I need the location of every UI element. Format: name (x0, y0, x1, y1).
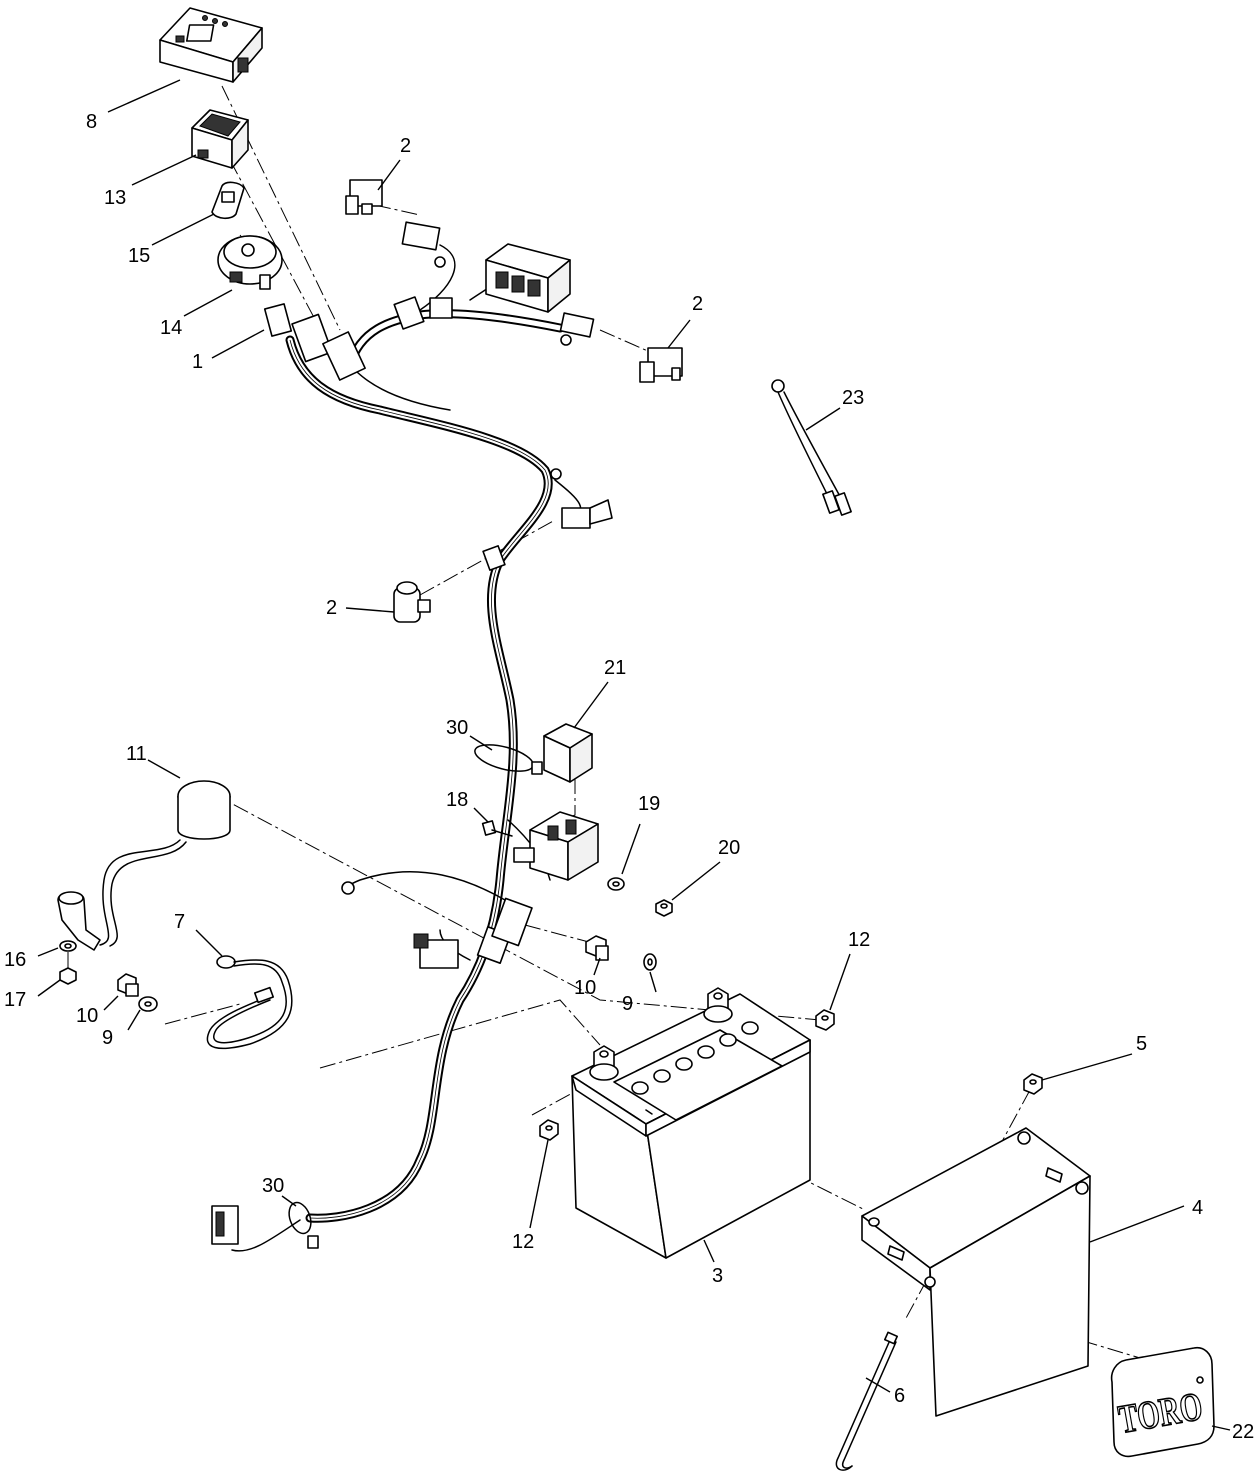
callout-2-right: 2 (692, 293, 703, 315)
lock-washer (59, 940, 77, 952)
washer-19 (607, 877, 625, 891)
callout-4: 4 (1192, 1197, 1203, 1219)
interlock-switch-right (639, 347, 683, 383)
nut-12-left (539, 1119, 559, 1141)
negative-battery-cable (206, 955, 293, 1050)
callout-17: 17 (4, 989, 26, 1011)
callout-18: 18 (446, 789, 468, 811)
toro-decal: TORO (1110, 1346, 1215, 1458)
battery (571, 987, 811, 1259)
washer-9-right (643, 953, 657, 971)
relay-socket-block (513, 811, 599, 881)
ignition-switch (217, 235, 283, 290)
callout-10-right: 10 (574, 977, 596, 999)
callout-5: 5 (1136, 1033, 1147, 1055)
interlock-switch-middle (393, 468, 613, 623)
ignition-key (211, 181, 245, 220)
washer-9-left (138, 996, 158, 1012)
battery-bracket (861, 1127, 1091, 1417)
callout-9-left: 9 (102, 1027, 113, 1049)
callout-9-right: 9 (622, 993, 633, 1015)
callout-23: 23 (842, 387, 864, 409)
callout-15: 15 (128, 245, 150, 267)
callout-20: 20 (718, 837, 740, 859)
callout-2-middle: 2 (326, 597, 337, 619)
nut-5 (1023, 1073, 1043, 1095)
callout-19: 19 (638, 793, 660, 815)
wire-harness (231, 244, 582, 1252)
callout-3: 3 (712, 1265, 723, 1287)
bolt-10-left (117, 973, 139, 997)
callout-2-top: 2 (400, 135, 411, 157)
callout-22: 22 (1232, 1421, 1254, 1443)
callout-6: 6 (894, 1385, 905, 1407)
nut-12-right (815, 1009, 835, 1031)
callout-21: 21 (604, 657, 626, 679)
callout-11: 11 (126, 743, 147, 765)
callout-labels: 8 13 15 14 1 2 2 23 2 21 30 11 18 19 20 … (4, 111, 1254, 1443)
harness-connectors-top (263, 221, 595, 381)
j-bolt (835, 1331, 898, 1471)
callout-12-left: 12 (512, 1231, 534, 1253)
relay (543, 723, 593, 783)
cable-tie-lower (288, 1201, 319, 1249)
callout-10-left: 10 (76, 1005, 98, 1027)
nut-17 (59, 967, 77, 985)
bolt-10-right (585, 935, 609, 961)
cable-tie-upper (474, 744, 543, 775)
callout-30-lower: 30 (262, 1175, 284, 1197)
callout-30-upper: 30 (446, 717, 468, 739)
callout-12-right: 12 (848, 929, 870, 951)
harness-connectors-lower (341, 881, 533, 969)
positive-battery-cable (57, 780, 231, 951)
leader-lines (37, 79, 1231, 1431)
sensor-lead (771, 379, 852, 516)
callout-13: 13 (104, 187, 126, 209)
hour-meter (159, 7, 263, 83)
nut-20 (655, 899, 673, 917)
callout-7: 7 (174, 911, 185, 933)
interlock-switch-top (345, 179, 383, 215)
callout-1: 1 (192, 351, 203, 373)
callout-16: 16 (4, 949, 26, 971)
rocker-switch (191, 109, 249, 169)
callout-14: 14 (160, 317, 182, 339)
callout-8: 8 (86, 111, 97, 133)
harness-end-connector (211, 1205, 239, 1245)
